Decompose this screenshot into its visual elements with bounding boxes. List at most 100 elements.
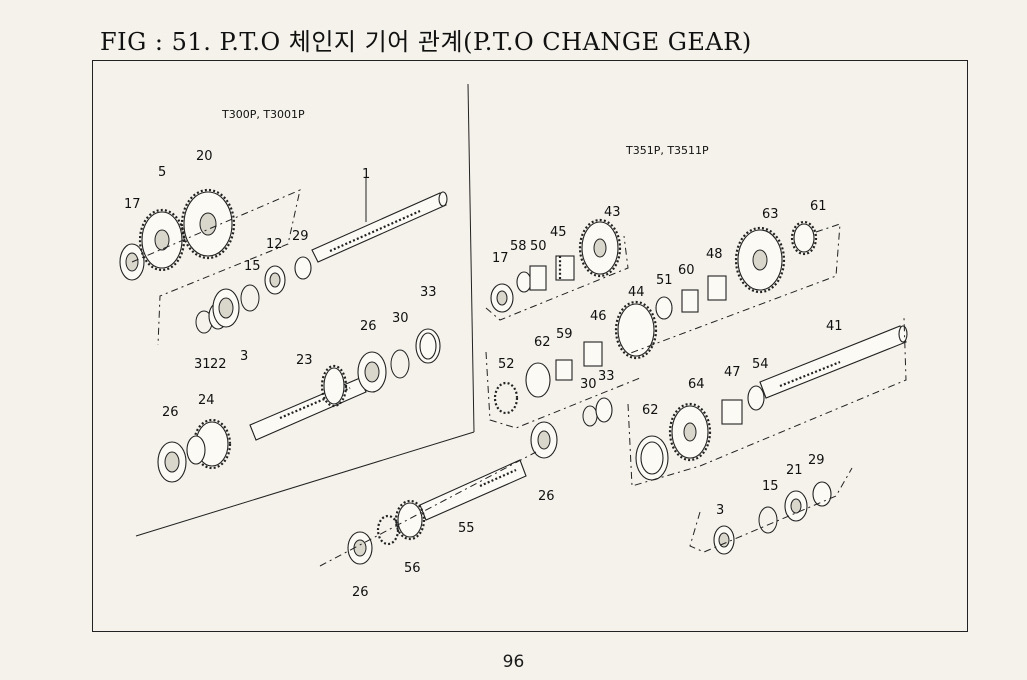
washer-29-left xyxy=(294,256,312,280)
page-title: FIG : 51. P.T.O 체인지 기어 관계(P.T.O CHANGE G… xyxy=(100,28,752,56)
shaft-1 xyxy=(311,178,448,263)
part-label-33-left: 33 xyxy=(420,285,437,300)
part-label-15-right: 15 xyxy=(762,479,779,494)
diagram-frame xyxy=(92,60,968,632)
collar-60 xyxy=(681,289,699,313)
bearing-3-right xyxy=(713,525,735,555)
part-label-50: 50 xyxy=(530,239,547,254)
part-label-64: 64 xyxy=(688,377,705,392)
part-label-33-right: 33 xyxy=(598,369,615,384)
bearing-26-right-lower xyxy=(347,531,373,565)
assembly-line-right-upper xyxy=(485,235,629,321)
bearing-26-left-upper xyxy=(357,351,387,393)
part-label-47: 47 xyxy=(724,365,741,380)
snap-ring-15-right xyxy=(758,506,778,534)
part-label-48: 48 xyxy=(706,247,723,262)
ring-62-large xyxy=(635,435,669,481)
part-label-20: 20 xyxy=(196,149,213,164)
gear-64 xyxy=(668,402,712,462)
part-label-62-large: 62 xyxy=(642,403,659,418)
gear-5 xyxy=(138,208,186,272)
collar-59 xyxy=(555,359,573,381)
model-label-left: T300P, T3001P xyxy=(221,108,305,121)
part-label-24: 24 xyxy=(198,393,215,408)
model-label-right: T351P, T3511P xyxy=(625,144,709,157)
part-label-15-left: 15 xyxy=(244,259,261,274)
washer-29-right xyxy=(812,481,832,507)
washer-54 xyxy=(747,385,765,411)
bearing-21 xyxy=(784,490,808,522)
sleeve-50 xyxy=(529,265,547,291)
shaft-23 xyxy=(249,364,367,441)
part-label-46: 46 xyxy=(590,309,607,324)
page-number: 96 xyxy=(502,652,525,672)
part-label-55: 55 xyxy=(458,521,475,536)
part-label-45: 45 xyxy=(550,225,567,240)
part-label-62-small: 62 xyxy=(534,335,551,350)
part-label-26-right-mid: 26 xyxy=(538,489,555,504)
assembly-line-lower xyxy=(319,451,537,567)
assembly-line-right-left xyxy=(485,351,641,429)
gear-24 xyxy=(186,418,232,470)
gear-56 xyxy=(376,499,426,546)
part-label-1: 1 xyxy=(362,167,370,182)
needle-bearing-46 xyxy=(583,341,603,367)
gear-61 xyxy=(790,220,818,256)
part-label-5: 5 xyxy=(158,165,166,180)
assembly-line-left-upper xyxy=(131,189,301,346)
part-label-41: 41 xyxy=(826,319,843,334)
part-label-59: 59 xyxy=(556,327,573,342)
group-divider xyxy=(135,83,475,537)
part-label-51: 51 xyxy=(656,273,673,288)
part-label-63: 63 xyxy=(762,207,779,222)
part-label-12: 12 xyxy=(266,237,283,252)
gear-43 xyxy=(578,218,622,278)
gear-44 xyxy=(614,300,658,360)
part-label-26-left-a: 26 xyxy=(360,319,377,334)
bearing-17-right xyxy=(490,283,514,313)
shaft-55 xyxy=(419,459,527,521)
part-label-21: 21 xyxy=(786,463,803,478)
assembly-line-right-lower xyxy=(689,467,853,553)
snap-ring-15-left xyxy=(240,284,260,312)
needle-bearing-48 xyxy=(707,275,727,301)
part-label-29-right: 29 xyxy=(808,453,825,468)
part-label-43: 43 xyxy=(604,205,621,220)
shaft-41 xyxy=(759,325,908,399)
part-label-22: 22 xyxy=(210,357,227,372)
snap-ring-30-left xyxy=(390,349,410,379)
ring-62-small xyxy=(525,362,551,398)
part-label-58: 58 xyxy=(510,239,527,254)
bearing-26-right-mid xyxy=(530,421,558,459)
assembly-line-right-mid xyxy=(627,223,841,355)
part-label-61: 61 xyxy=(810,199,827,214)
gear-63 xyxy=(734,226,786,294)
part-label-44: 44 xyxy=(628,285,645,300)
collar-58 xyxy=(516,271,532,293)
part-label-54: 54 xyxy=(752,357,769,372)
part-label-30-left: 30 xyxy=(392,311,409,326)
part-labels: 1 5 20 17 15 12 29 31 22 3 26 30 33 23 2… xyxy=(124,149,843,600)
part-label-23: 23 xyxy=(296,353,313,368)
collar-12 xyxy=(264,265,286,295)
snap-ring-30-right xyxy=(582,405,598,427)
needle-bearing-47 xyxy=(721,399,743,425)
needle-bearing-45 xyxy=(555,255,575,281)
gear-52 xyxy=(493,381,519,415)
part-label-52: 52 xyxy=(498,357,515,372)
part-label-30-right: 30 xyxy=(580,377,597,392)
part-label-17-right: 17 xyxy=(492,251,509,266)
part-label-17-left: 17 xyxy=(124,197,141,212)
bearing-26-left-lower xyxy=(157,441,187,483)
part-label-3-right: 3 xyxy=(716,503,724,518)
assembly-line-right-shaft xyxy=(627,317,907,487)
ring-33-left xyxy=(415,328,441,364)
part-label-29-left: 29 xyxy=(292,229,309,244)
part-label-56: 56 xyxy=(404,561,421,576)
part-label-26-left-b: 26 xyxy=(162,405,179,420)
bearing-3-left xyxy=(212,288,240,328)
part-label-3-left: 3 xyxy=(240,349,248,364)
ring-33-right xyxy=(595,397,613,423)
part-label-60: 60 xyxy=(678,263,695,278)
